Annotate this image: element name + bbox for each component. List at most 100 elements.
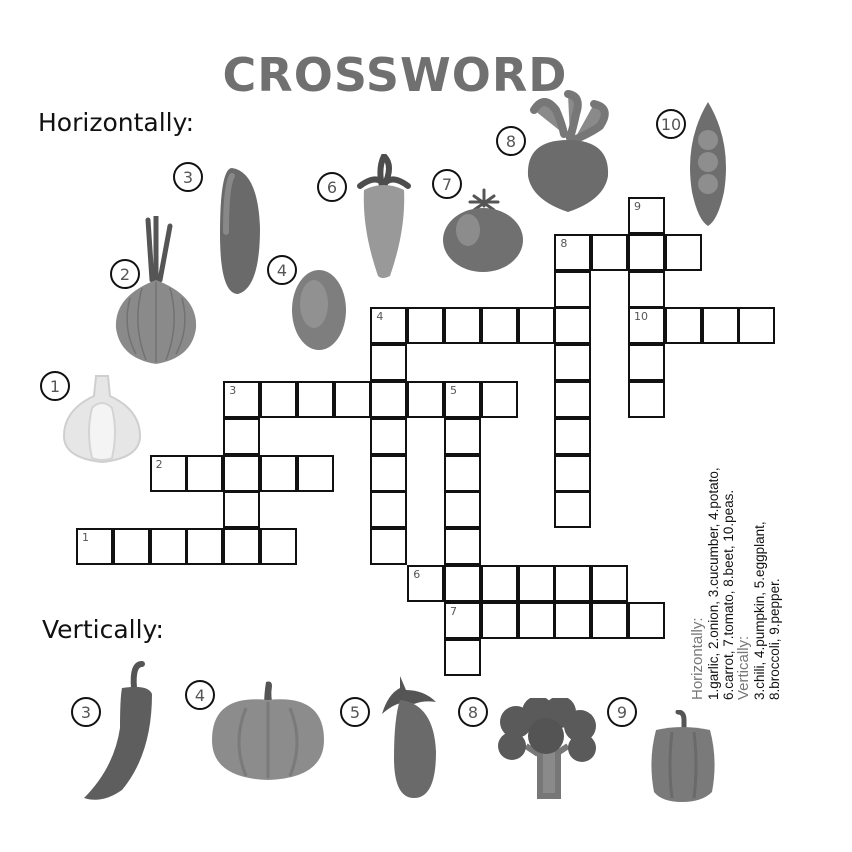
peas-icon (690, 102, 726, 226)
clue-number-badge-horizontal-potato: 4 (267, 255, 297, 285)
potato-icon (292, 270, 346, 350)
grid-cell[interactable] (517, 307, 555, 345)
grid-cell[interactable] (628, 344, 665, 382)
grid-cell[interactable] (517, 601, 555, 639)
clue-number: 4 (376, 310, 384, 324)
grid-cell[interactable] (554, 491, 592, 529)
grid-cell[interactable] (554, 344, 592, 382)
grid-cell[interactable] (628, 270, 665, 308)
grid-cell[interactable] (223, 491, 261, 529)
answer-key-vertical-heading: Vertically: (735, 635, 752, 700)
clue-number-badge-horizontal-tomato: 7 (432, 169, 462, 199)
garlic-icon (62, 375, 142, 464)
clue-number: 1 (82, 531, 89, 545)
clue-number: 5 (450, 384, 457, 397)
grid-cell[interactable] (260, 454, 297, 492)
grid-cell[interactable] (628, 233, 665, 271)
tomato-icon (443, 188, 523, 272)
grid-cell[interactable] (296, 381, 334, 418)
grid-cell[interactable] (333, 381, 371, 418)
grid-cell[interactable] (480, 601, 518, 639)
clue-number-badge-horizontal-onion: 2 (110, 259, 140, 289)
grid-cell[interactable]: 8 (554, 233, 592, 271)
vertically-heading: Vertically: (42, 615, 164, 644)
clue-number-badge-vertical-pepper: 9 (607, 697, 637, 727)
grid-cell[interactable] (370, 381, 408, 418)
grid-cell[interactable] (444, 528, 481, 566)
grid-cell[interactable] (628, 381, 665, 418)
grid-cell[interactable] (149, 528, 187, 566)
page-title: CROSSWORD (222, 48, 568, 102)
grid-cell[interactable] (370, 417, 408, 455)
grid-cell[interactable] (370, 344, 408, 382)
grid-cell[interactable]: 1 (76, 528, 113, 566)
grid-cell[interactable] (664, 307, 702, 345)
grid-cell[interactable] (591, 565, 629, 602)
grid-cell[interactable] (591, 233, 629, 271)
grid-cell[interactable] (554, 270, 592, 308)
grid-cell[interactable]: 4 (370, 307, 408, 345)
horizontally-heading: Horizontally: (38, 108, 194, 137)
grid-cell[interactable] (370, 454, 408, 492)
grid-cell[interactable] (554, 601, 592, 639)
clue-number: 3 (229, 384, 237, 397)
grid-cell[interactable]: 5 (444, 381, 481, 418)
grid-cell[interactable]: 6 (407, 565, 445, 602)
grid-cell[interactable] (591, 601, 629, 639)
answer-key-vertical-line-1: 3.chili, 4.pumpkin, 5.eggplant, (752, 521, 767, 700)
clue-number-badge-vertical-chili: 3 (71, 697, 101, 727)
grid-cell[interactable] (370, 491, 408, 529)
pepper-icon (651, 710, 715, 802)
beet-icon (527, 90, 609, 212)
pumpkin-icon (212, 681, 324, 780)
clue-number-badge-horizontal-peas: 10 (656, 109, 686, 139)
grid-cell[interactable] (407, 307, 445, 345)
grid-cell[interactable] (260, 381, 297, 418)
grid-cell[interactable]: 2 (149, 454, 187, 492)
clue-number-badge-vertical-broccoli: 8 (458, 697, 488, 727)
grid-cell[interactable] (628, 601, 665, 639)
answer-key-horizontal-line-2: 6.carrot, 7.tomato, 8.beet, 10.peas. (721, 489, 736, 700)
grid-cell[interactable] (223, 417, 261, 455)
grid-cell[interactable]: 7 (444, 601, 481, 639)
grid-cell[interactable] (480, 565, 518, 602)
grid-cell[interactable] (186, 454, 224, 492)
grid-cell[interactable] (444, 491, 481, 529)
grid-cell[interactable] (444, 565, 481, 602)
grid-cell[interactable] (664, 233, 702, 271)
broccoli-icon (498, 698, 596, 799)
grid-cell[interactable] (444, 417, 481, 455)
grid-cell[interactable] (701, 307, 739, 345)
grid-cell[interactable] (554, 381, 592, 418)
grid-cell[interactable] (407, 381, 445, 418)
grid-cell[interactable]: 9 (628, 197, 665, 234)
grid-cell[interactable]: 3 (223, 381, 261, 418)
grid-cell[interactable] (517, 565, 555, 602)
chili-icon (84, 661, 152, 800)
cucumber-icon (220, 168, 260, 294)
grid-cell[interactable] (554, 565, 592, 602)
answer-key-horizontal-line-1: 1.garlic, 2.onion, 3.cucumber, 4.potato, (706, 467, 721, 700)
grid-cell[interactable] (554, 454, 592, 492)
grid-cell[interactable] (444, 307, 481, 345)
grid-cell[interactable] (480, 307, 518, 345)
answer-key-vertical-line-2: 8.broccoli, 9.pepper. (767, 578, 782, 700)
grid-cell[interactable] (554, 417, 592, 455)
grid-cell[interactable] (186, 528, 224, 566)
clue-number-badge-horizontal-cucumber: 3 (173, 162, 203, 192)
grid-cell[interactable] (444, 638, 481, 676)
grid-cell[interactable] (480, 381, 518, 418)
grid-cell[interactable] (370, 528, 408, 566)
grid-cell[interactable] (223, 454, 261, 492)
grid-cell[interactable] (296, 454, 334, 492)
grid-cell[interactable]: 10 (628, 307, 665, 345)
clue-number: 9 (634, 200, 641, 213)
grid-cell[interactable] (260, 528, 297, 566)
grid-cell[interactable] (223, 528, 261, 566)
grid-cell[interactable] (554, 307, 592, 345)
grid-cell[interactable] (444, 454, 481, 492)
grid-cell[interactable] (738, 307, 776, 345)
grid-cell[interactable] (112, 528, 150, 566)
clue-number: 7 (450, 604, 457, 618)
